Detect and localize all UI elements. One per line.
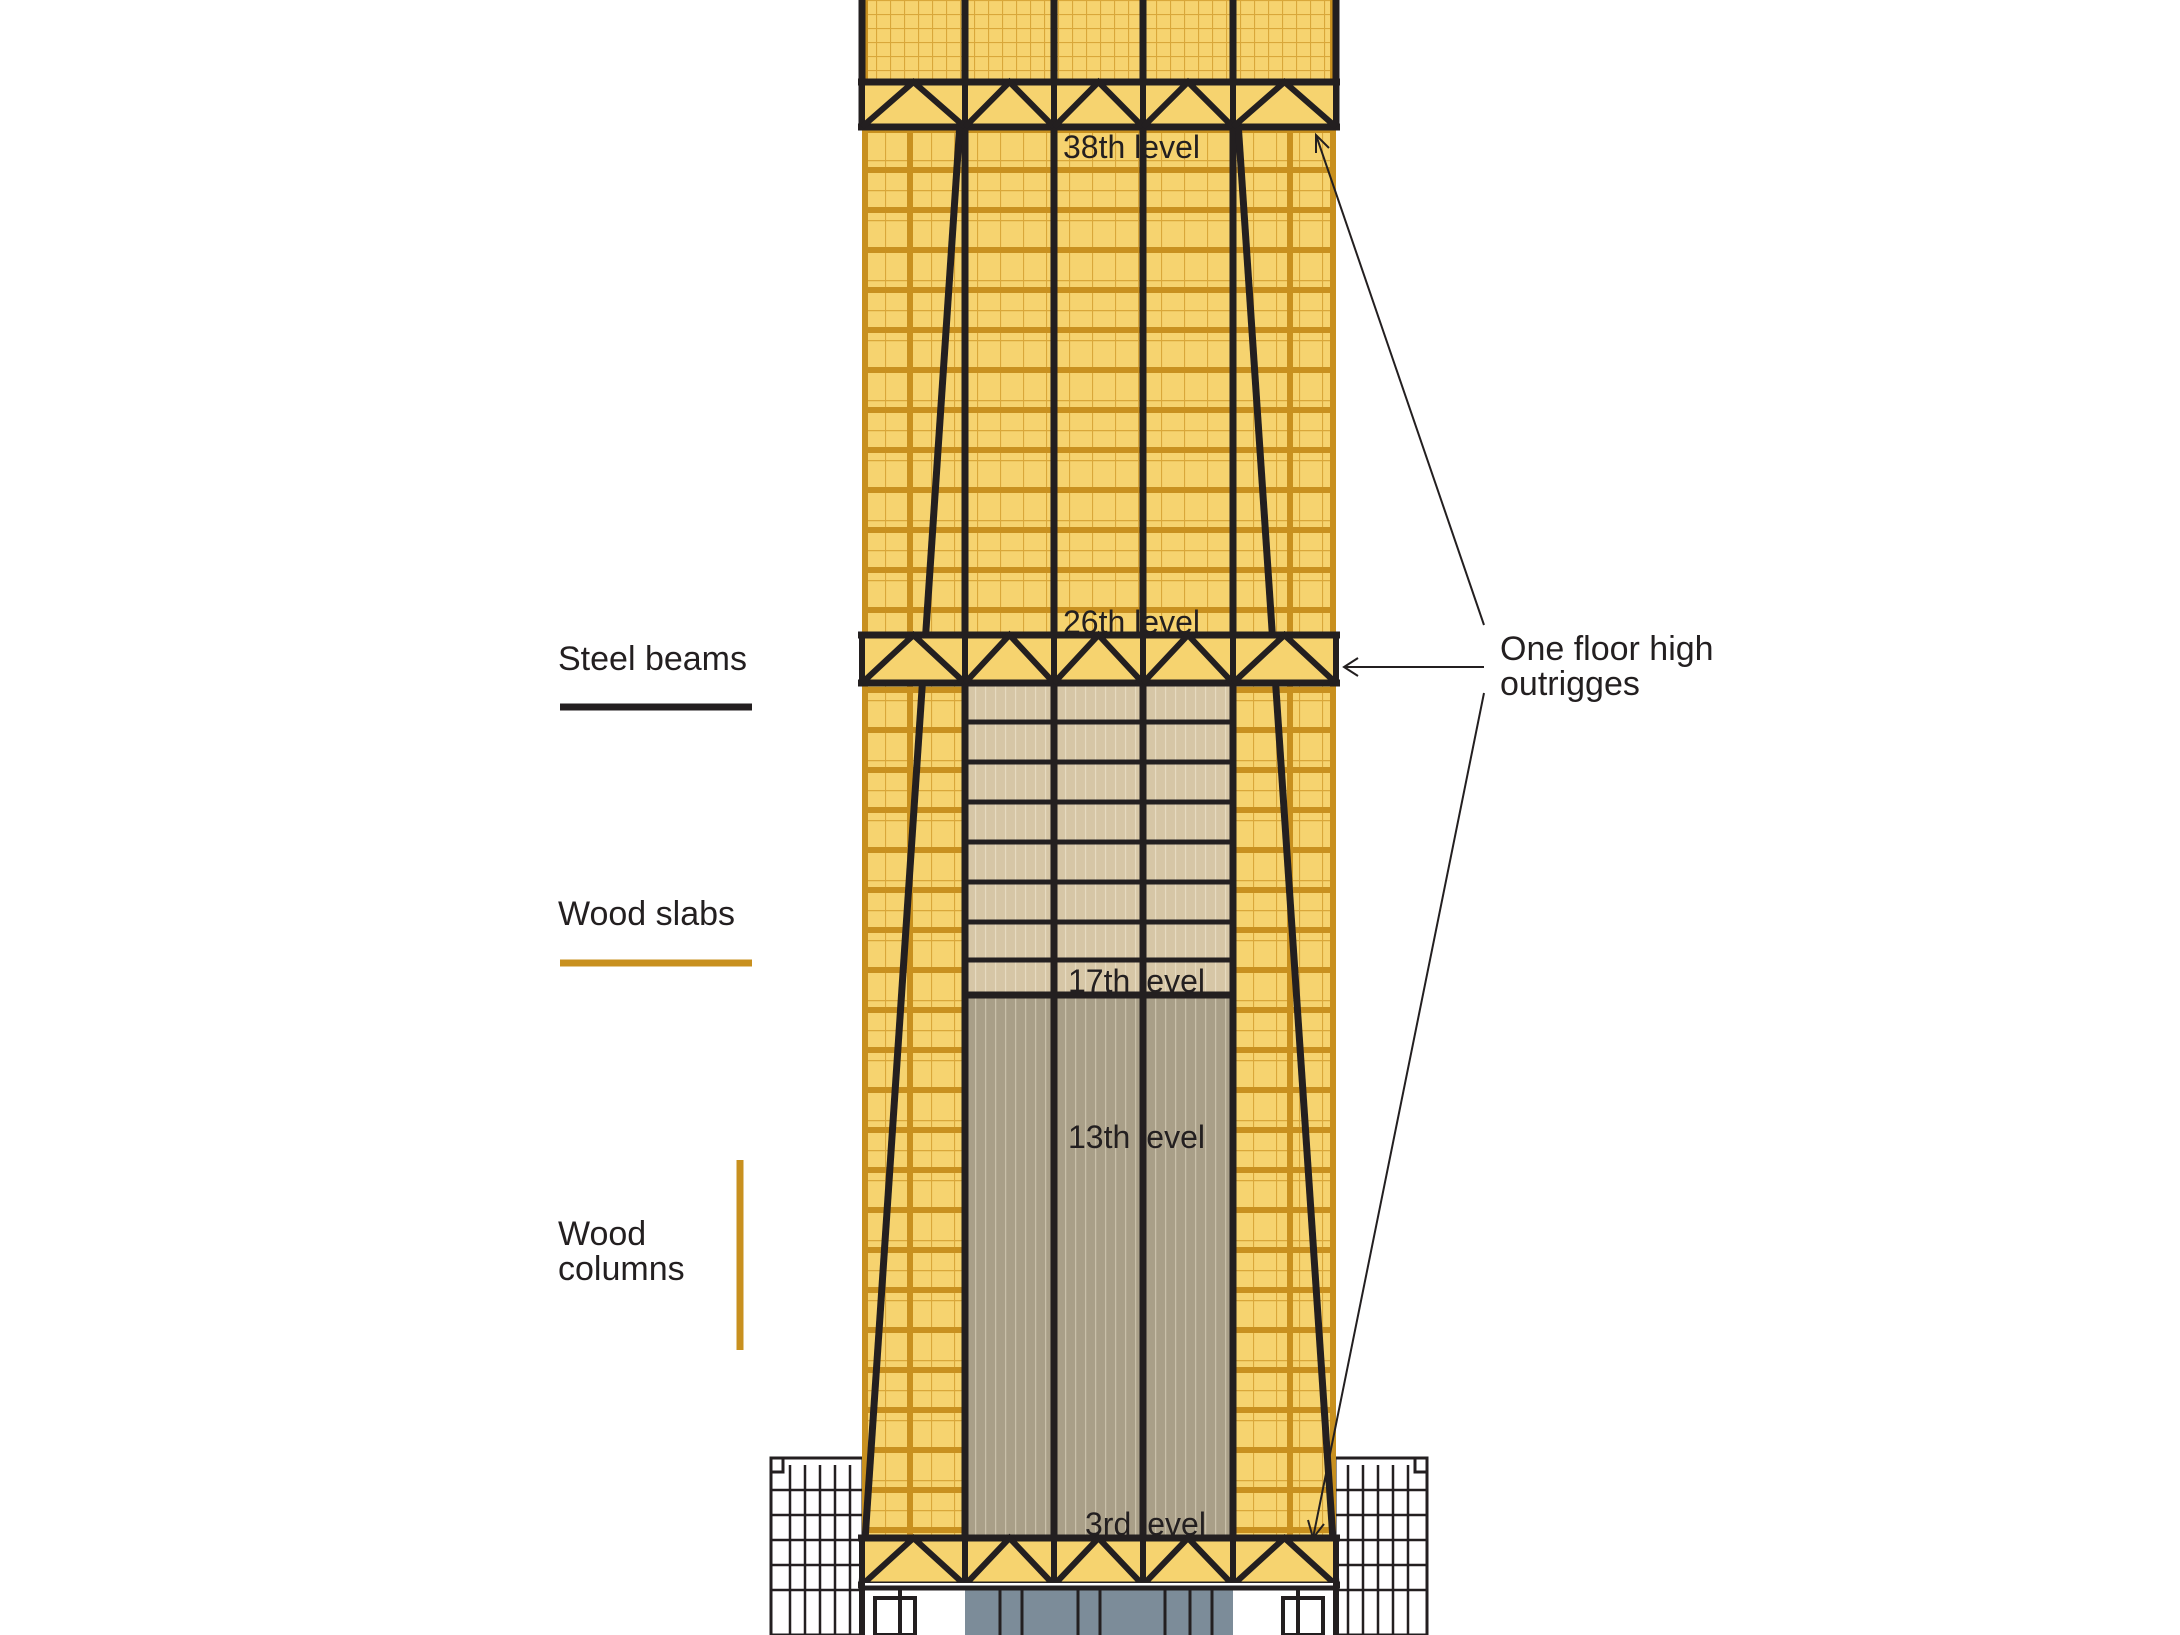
callout-label-2: outrigges bbox=[1500, 665, 1640, 703]
podium-right bbox=[1333, 1456, 1429, 1635]
level-label-17: 17th level bbox=[1068, 963, 1205, 999]
outrigger-diagonal bbox=[1230, 630, 1339, 686]
outrigger-diagonal bbox=[1140, 1533, 1236, 1588]
tower-top-section bbox=[862, 0, 1336, 82]
outrigger-diagonal bbox=[859, 1533, 968, 1588]
outrigger-diagonal bbox=[1051, 1533, 1146, 1588]
outrigger-38th-level bbox=[858, 77, 1340, 131]
core-lower bbox=[965, 995, 1233, 1540]
outrigger-diagonal bbox=[962, 77, 1057, 130]
legend: Steel beams Wood slabs Wood columns bbox=[558, 640, 752, 1350]
core-upper bbox=[965, 660, 1233, 995]
legend-wood-slabs-label: Wood slabs bbox=[558, 895, 735, 933]
outrigger-fill bbox=[862, 635, 1336, 683]
outrigger-diagonal bbox=[1231, 78, 1338, 130]
callout-label-1: One floor high bbox=[1500, 630, 1714, 668]
callout-arrow-3 bbox=[1312, 692, 1485, 1539]
outrigger-diagonal bbox=[1230, 1533, 1339, 1588]
outrigger-diagonal bbox=[1051, 77, 1146, 130]
core-floor-beams bbox=[962, 719, 1236, 999]
outrigger-diagonal bbox=[859, 630, 968, 686]
legend-wood-columns-label-1: Wood bbox=[558, 1215, 646, 1253]
outrigger-26th-level bbox=[858, 630, 1340, 687]
outrigger-diagonal bbox=[860, 78, 967, 130]
level-label-26: 26th level bbox=[1063, 604, 1200, 640]
ground-floor bbox=[862, 1583, 1336, 1635]
podium-left bbox=[769, 1456, 865, 1635]
outrigger-callout: One floor high outrigges bbox=[1307, 132, 1714, 1541]
outrigger-fill bbox=[862, 1538, 1336, 1585]
outrigger-diagonal bbox=[962, 630, 1057, 686]
steel-columns bbox=[858, 0, 1340, 1635]
callout-arrow-38 bbox=[1315, 134, 1485, 626]
level-label-13: 13th level bbox=[1068, 1119, 1205, 1155]
outrigger-diagonal bbox=[1140, 77, 1236, 130]
outrigger-diagonal bbox=[1051, 630, 1146, 686]
steel-diagonal-braces bbox=[858, 121, 1340, 1586]
outrigger-diagonal bbox=[1140, 630, 1236, 686]
legend-wood-columns-label-2: columns bbox=[558, 1250, 685, 1288]
level-label-38: 38th level bbox=[1063, 129, 1200, 165]
outrigger-3rd-level bbox=[858, 1533, 1340, 1589]
outrigger-diagonal bbox=[962, 1533, 1057, 1588]
outrigger-fill bbox=[862, 82, 1336, 127]
legend-steel-beams-label: Steel beams bbox=[558, 640, 747, 678]
level-label-3: 3rd level bbox=[1085, 1506, 1206, 1542]
